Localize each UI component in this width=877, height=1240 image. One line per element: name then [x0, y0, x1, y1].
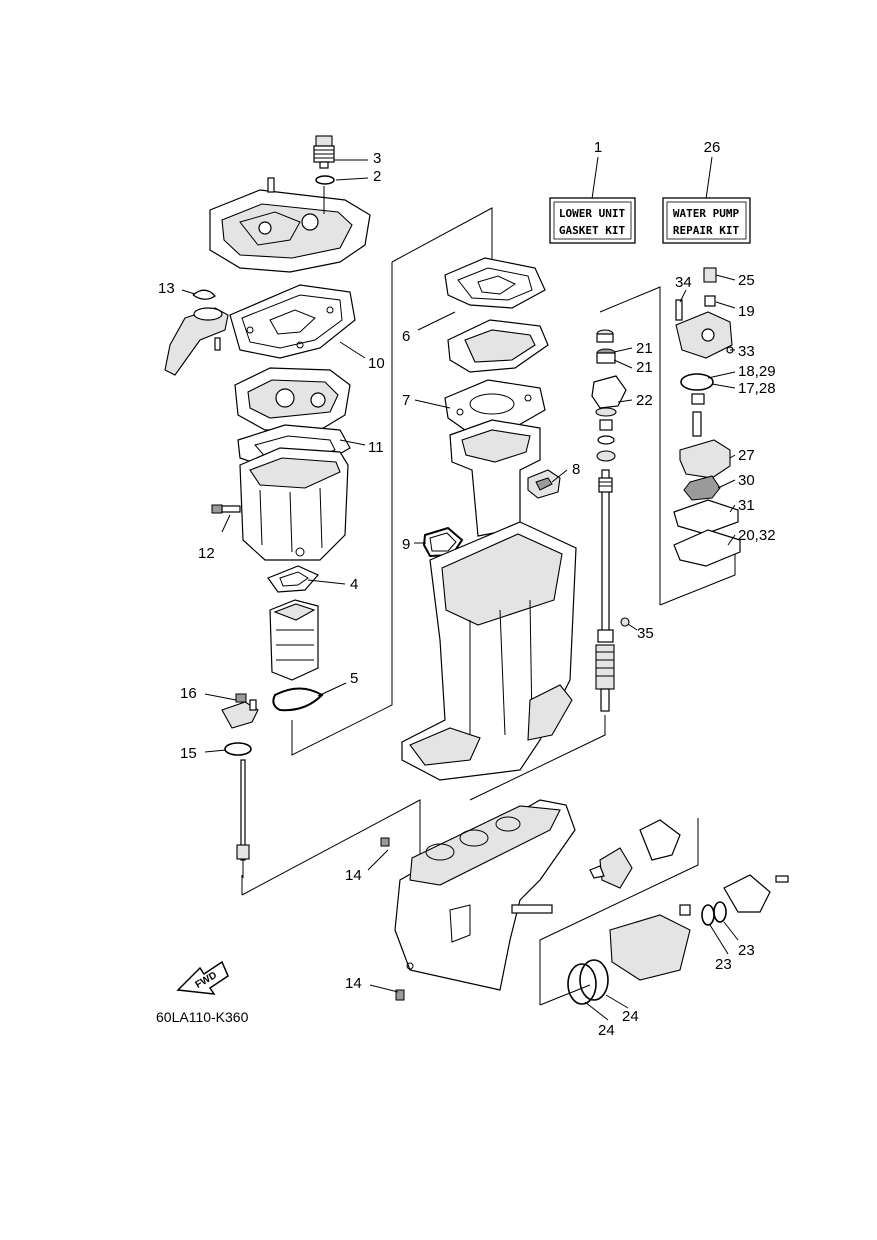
callout-27: 27	[738, 447, 755, 464]
callout-31: 31	[738, 497, 755, 514]
callout-13: 13	[158, 280, 175, 297]
callout-2: 2	[373, 168, 381, 185]
callout-23: 23	[738, 942, 755, 959]
callout-24b: 24	[598, 1022, 615, 1039]
part-6-gasket	[444, 257, 546, 309]
part-10-gasket	[229, 284, 356, 359]
kit-box-water-pump-repair: 26 WATER PUMP REPAIR KIT	[662, 139, 751, 244]
part-bracket	[164, 307, 229, 376]
lower-casing	[394, 799, 576, 991]
upper-casing	[401, 521, 577, 781]
callout-19: 19	[738, 303, 755, 320]
callout-labels: 3 2 13 10 6 7 11 8 9 12 4 5 16 15 14 14 …	[158, 150, 776, 1039]
callout-33: 33	[738, 343, 755, 360]
callout-3: 3	[373, 150, 381, 167]
callout-17-28: 17,28	[738, 380, 776, 397]
callout-15: 15	[180, 745, 197, 762]
kit-label-line2: GASKET KIT	[559, 224, 626, 237]
part-12-bolt	[211, 504, 241, 533]
upper-casting	[209, 177, 371, 273]
part-4-gasket	[267, 565, 319, 593]
callout-18-29: 18,29	[738, 363, 776, 380]
part-8-mount	[527, 469, 561, 499]
assembly-frame-lines	[241, 207, 736, 1006]
callout-4: 4	[350, 576, 358, 593]
callout-21: 21	[636, 340, 653, 357]
callout-8: 8	[572, 461, 580, 478]
callout-35: 35	[637, 625, 654, 642]
part-7-gasket	[444, 379, 546, 431]
callout-10: 10	[368, 355, 385, 372]
callout-25: 25	[738, 272, 755, 289]
callout-22: 22	[636, 392, 653, 409]
part-2-o-ring	[315, 175, 335, 185]
water-tube	[236, 759, 250, 878]
kit-label-line1: LOWER UNIT	[559, 207, 626, 220]
kit-box-lower-unit-gasket: 1 LOWER UNIT GASKET KIT	[549, 139, 636, 244]
kit-label-line2: REPAIR KIT	[673, 224, 740, 237]
callout-30: 30	[738, 472, 755, 489]
leader-lines	[181, 159, 739, 1021]
water-pump-parts	[673, 267, 741, 567]
callout-12: 12	[198, 545, 215, 562]
callout-14b: 14	[345, 975, 362, 992]
callout-9: 9	[402, 536, 410, 553]
exhaust-tube	[269, 599, 319, 681]
callout-26: 26	[704, 139, 721, 156]
prop-shaft-and-gears	[380, 819, 789, 1005]
callout-16: 16	[180, 685, 197, 702]
drawing-code: 60LA110-K360	[156, 1009, 249, 1025]
upper-casing-neck	[449, 419, 541, 537]
callout-11: 11	[368, 439, 384, 456]
callout-1: 1	[594, 139, 602, 156]
fwd-arrow-icon: FWD	[176, 960, 229, 995]
callout-24: 24	[622, 1008, 639, 1025]
kit-label-line1: WATER PUMP	[673, 207, 740, 220]
callout-34: 34	[675, 274, 692, 291]
part-16-bracket	[221, 693, 259, 729]
part-3-plug	[313, 135, 335, 169]
part-15-o-ring	[224, 742, 252, 756]
part-13-clip	[192, 289, 216, 300]
callout-20-32: 20,32	[738, 527, 776, 544]
exhaust-guide	[234, 367, 351, 431]
callout-6: 6	[402, 328, 410, 345]
callout-23b: 23	[715, 956, 732, 973]
callout-21b: 21	[636, 359, 653, 376]
callout-7: 7	[402, 392, 410, 409]
callout-5: 5	[350, 670, 358, 687]
drive-shaft-parts	[591, 329, 630, 712]
part-5-seal	[272, 687, 324, 712]
mounting-plate	[447, 319, 549, 373]
exhaust-chamber	[239, 447, 349, 561]
callout-14: 14	[345, 867, 362, 884]
